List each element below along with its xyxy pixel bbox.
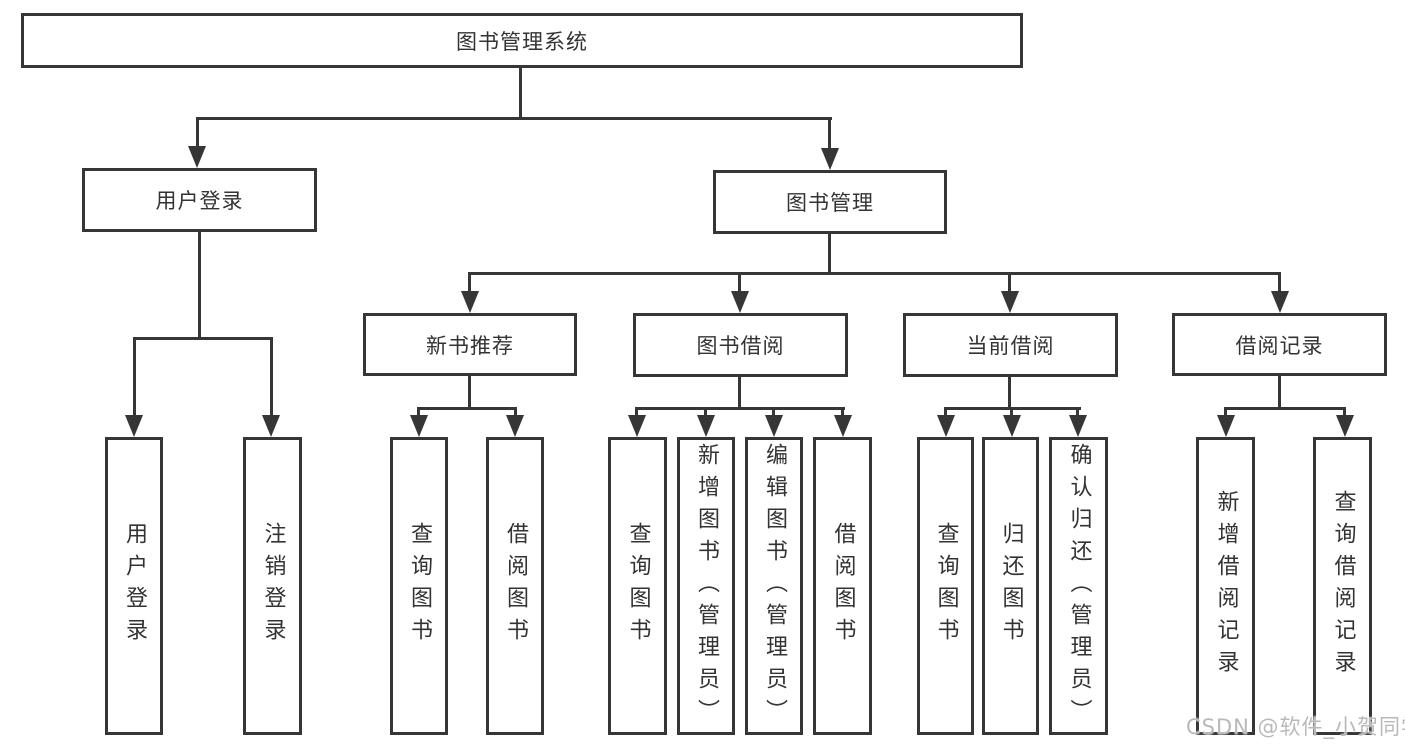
arrowhead-to-new-rec [461, 291, 479, 313]
leaf-borrow-edit-books-admin-label: 编辑图书（管理员） [762, 443, 787, 731]
connector-borrow-leaf3-shaft [772, 407, 775, 419]
leaf-user-login-label: 用户登录 [122, 522, 147, 650]
arrowhead-to-login-leaf [125, 415, 143, 437]
leaf-borrow-borrow-books-label: 借阅图书 [830, 522, 856, 650]
connector-records-leaf2-shaft [1343, 407, 1346, 419]
node-current-borrow-label: 当前借阅 [966, 334, 1055, 358]
leaf-logout-label: 注销登录 [260, 522, 286, 650]
arrowhead-current-leaf2 [1003, 415, 1021, 437]
connector-to-user-login-shaft [196, 117, 199, 148]
arrowhead-current-leaf1 [937, 415, 955, 437]
arrowhead-to-logout-leaf [262, 415, 280, 437]
leaf-newrec-borrow-books-label: 借阅图书 [503, 522, 528, 650]
leaf-records-query-record-label: 查询借阅记录 [1330, 490, 1356, 682]
arrowhead-to-book-mgmt [821, 148, 839, 170]
leaf-user-login: 用户登录 [105, 437, 163, 735]
connector-book-mgmt-stub [828, 234, 831, 272]
connector-to-logout-leaf-shaft [270, 337, 273, 417]
leaf-current-return-books-label: 归还图书 [998, 522, 1024, 650]
arrowhead-borrow-leaf2 [697, 415, 715, 437]
leaf-current-confirm-return-admin: 确认归还（管理员） [1049, 437, 1108, 735]
connector-new-rec-bus [417, 407, 517, 410]
node-root-label: 图书管理系统 [456, 29, 588, 54]
node-new-book-rec: 新书推荐 [363, 313, 577, 376]
connector-records-bus [1224, 407, 1346, 410]
connector-records-stub [1278, 376, 1281, 407]
connector-user-login-bus [133, 337, 273, 340]
arrowhead-records-leaf1 [1217, 415, 1235, 437]
connector-to-new-rec-shaft [468, 272, 471, 293]
leaf-borrow-edit-books-admin: 编辑图书（管理员） [745, 437, 803, 735]
leaf-records-add-record-label: 新增借阅记录 [1213, 490, 1239, 682]
arrowhead-current-leaf3 [1069, 415, 1087, 437]
arrowhead-to-current [1001, 291, 1019, 313]
connector-to-borrow-shaft [738, 272, 741, 293]
arrowhead-borrow-leaf1 [628, 415, 646, 437]
connector-to-current-shaft [1008, 272, 1011, 293]
leaf-newrec-borrow-books: 借阅图书 [486, 437, 544, 735]
connector-borrow-leaf4-shaft [841, 407, 844, 419]
node-borrow-records-label: 借阅记录 [1235, 333, 1324, 358]
connector-borrow-leaf2-shaft [704, 407, 707, 419]
node-book-borrow-label: 图书借阅 [696, 334, 785, 358]
connector-new-rec-leaf1-shaft [417, 407, 420, 419]
connector-to-book-mgmt-shaft [828, 117, 831, 150]
csdn-watermark: CSDN @软件_小贺同学 [1186, 715, 1405, 739]
connector-to-records-shaft [1278, 272, 1281, 293]
connector-current-stub [1008, 377, 1011, 407]
connector-current-leaf3-shaft [1076, 407, 1079, 419]
connector-current-leaf2-shaft [1010, 407, 1013, 419]
connector-level2-bus [196, 117, 832, 120]
leaf-borrow-borrow-books: 借阅图书 [813, 437, 872, 735]
arrowhead-borrow-leaf3 [765, 415, 783, 437]
connector-new-rec-leaf2-shaft [514, 407, 517, 419]
arrowhead-to-user-login [188, 146, 206, 168]
connector-records-leaf1-shaft [1224, 407, 1227, 419]
node-root: 图书管理系统 [21, 13, 1023, 68]
node-book-borrow: 图书借阅 [633, 313, 848, 377]
connector-user-login-stub [198, 232, 201, 337]
node-borrow-records: 借阅记录 [1172, 313, 1387, 376]
connector-level3-bus [468, 272, 1281, 275]
connector-root-stub [519, 68, 522, 117]
arrowhead-borrow-leaf4 [834, 415, 852, 437]
connector-borrow-leaf1-shaft [635, 407, 638, 419]
leaf-borrow-add-books-admin: 新增图书（管理员） [677, 437, 735, 735]
node-new-book-rec-label: 新书推荐 [426, 333, 514, 358]
arrowhead-records-leaf2 [1336, 415, 1354, 437]
leaf-borrow-add-books-admin-label: 新增图书（管理员） [694, 443, 719, 731]
connector-new-rec-stub [468, 375, 471, 407]
connector-borrow-bus [635, 407, 845, 410]
node-current-borrow: 当前借阅 [903, 313, 1118, 377]
leaf-borrow-query-books-label: 查询图书 [625, 522, 651, 650]
leaf-current-return-books: 归还图书 [982, 437, 1039, 735]
arrowhead-new-rec-leaf1 [410, 415, 428, 437]
arrowhead-to-borrow [731, 291, 749, 313]
leaf-current-confirm-return-admin-label: 确认归还（管理员） [1066, 443, 1092, 731]
connector-to-login-leaf-shaft [133, 337, 136, 417]
leaf-current-query-books: 查询图书 [917, 437, 974, 735]
leaf-records-add-record: 新增借阅记录 [1196, 437, 1255, 735]
connector-current-leaf1-shaft [944, 407, 947, 419]
leaf-newrec-query-books-label: 查询图书 [407, 522, 432, 650]
leaf-logout: 注销登录 [243, 437, 302, 735]
arrowhead-new-rec-leaf2 [506, 415, 524, 437]
node-user-login-label: 用户登录 [155, 189, 244, 213]
node-book-mgmt-label: 图书管理 [786, 191, 874, 215]
leaf-newrec-query-books: 查询图书 [390, 437, 448, 735]
node-user-login: 用户登录 [82, 168, 317, 232]
node-book-mgmt: 图书管理 [713, 170, 947, 234]
leaf-records-query-record: 查询借阅记录 [1313, 437, 1372, 735]
arrowhead-to-records [1271, 291, 1289, 313]
connector-borrow-stub [738, 377, 741, 407]
leaf-current-query-books-label: 查询图书 [933, 522, 959, 650]
leaf-borrow-query-books: 查询图书 [608, 437, 667, 735]
